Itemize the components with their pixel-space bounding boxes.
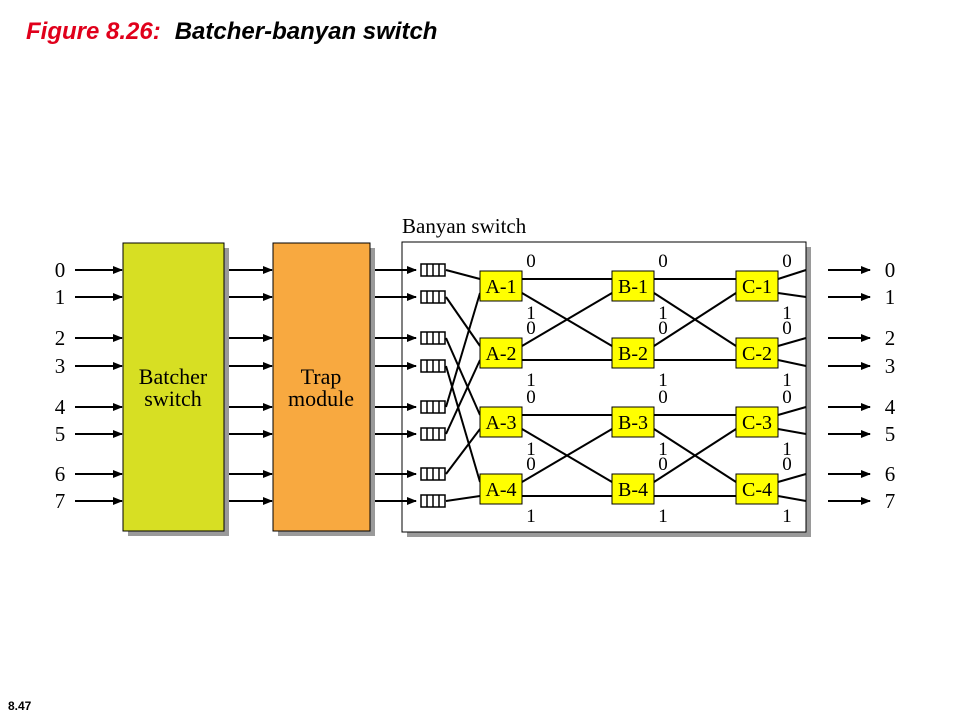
input-port-label: 4 (55, 395, 66, 419)
batcher-label-line2: switch (144, 386, 201, 411)
input-port-label: 6 (55, 462, 66, 486)
output-port-label: 7 (885, 489, 896, 513)
banyan-switch-b-3 (611, 406, 655, 438)
banyan-switch-a-1 (479, 270, 523, 302)
queue-icon (420, 494, 446, 508)
bit-label-0: 0 (658, 318, 668, 339)
bit-label-0: 0 (526, 251, 536, 272)
input-port-label: 5 (55, 422, 66, 446)
bit-label-0: 0 (658, 454, 668, 475)
input-port-label: 3 (55, 354, 66, 378)
bit-label-1: 1 (658, 370, 668, 391)
switch-label: A-4 (485, 479, 516, 501)
bit-label-0: 0 (782, 251, 792, 272)
queue-icon (420, 263, 446, 277)
switch-label: B-3 (618, 412, 648, 434)
bit-label-0: 0 (782, 387, 792, 408)
bit-label-1: 1 (658, 506, 668, 527)
bit-label-1: 1 (526, 506, 536, 527)
bit-label-1: 1 (782, 303, 792, 324)
bit-label-0: 0 (658, 387, 668, 408)
queue-icon (420, 427, 446, 441)
switch-label: B-4 (618, 479, 648, 501)
bit-label-0: 0 (526, 318, 536, 339)
bit-label-1: 1 (526, 303, 536, 324)
trap-module-block (272, 242, 371, 532)
banyan-switch-c-2 (735, 337, 779, 369)
switch-label: A-1 (485, 276, 516, 298)
output-port-label: 6 (885, 462, 896, 486)
banyan-switch-c-4 (735, 473, 779, 505)
output-port-label: 4 (885, 395, 896, 419)
bit-label-1: 1 (658, 439, 668, 460)
switch-label: B-1 (618, 276, 648, 298)
slide-number: 8.47 (8, 699, 32, 713)
input-port-label: 2 (55, 326, 66, 350)
queue-icon (420, 359, 446, 373)
banyan-switch-b-4 (611, 473, 655, 505)
bit-label-0: 0 (658, 251, 668, 272)
figure-title: Figure 8.26: Batcher-banyan switch (26, 18, 437, 46)
switch-label: C-1 (742, 276, 772, 298)
bit-label-0: 0 (782, 318, 792, 339)
queue-icon (420, 331, 446, 345)
switch-label: C-3 (742, 412, 772, 434)
figure-caption: Batcher-banyan switch (174, 18, 438, 45)
bit-label-0: 0 (526, 387, 536, 408)
banyan-switch-b-2 (611, 337, 655, 369)
output-port-label: 3 (885, 354, 896, 378)
banyan-switch-c-3 (735, 406, 779, 438)
bit-label-1: 1 (782, 506, 792, 527)
figure-label: Figure 8.26: (26, 18, 161, 45)
input-port-label: 7 (55, 489, 66, 513)
output-port-label: 1 (885, 285, 896, 309)
input-port-label: 0 (55, 258, 66, 282)
switch-label: A-2 (485, 343, 516, 365)
queue-icon (420, 467, 446, 481)
switch-label: C-2 (742, 343, 772, 365)
queue-icon (420, 290, 446, 304)
output-port-label: 0 (885, 258, 896, 282)
output-port-label: 2 (885, 326, 896, 350)
trap-label-line1: Trap (301, 364, 342, 389)
bit-label-1: 1 (782, 439, 792, 460)
banyan-switch-label: Banyan switch (402, 214, 527, 238)
banyan-switch-c-1 (735, 270, 779, 302)
queue-icon (420, 400, 446, 414)
switch-label: A-3 (485, 412, 516, 434)
batcher-label-line1: Batcher (139, 364, 208, 389)
banyan-switch-b-1 (611, 270, 655, 302)
output-port-label: 5 (885, 422, 896, 446)
bit-label-1: 1 (526, 439, 536, 460)
bit-label-0: 0 (526, 454, 536, 475)
batcher-switch-block (122, 242, 225, 532)
switch-label: C-4 (742, 479, 772, 501)
bit-label-1: 1 (526, 370, 536, 391)
bit-label-1: 1 (782, 370, 792, 391)
input-port-label: 1 (55, 285, 66, 309)
banyan-switch-a-3 (479, 406, 523, 438)
trap-label-line2: module (288, 386, 354, 411)
bit-label-1: 1 (658, 303, 668, 324)
bit-label-0: 0 (782, 454, 792, 475)
switch-label: B-2 (618, 343, 648, 365)
banyan-switch-a-2 (479, 337, 523, 369)
banyan-switch-a-4 (479, 473, 523, 505)
